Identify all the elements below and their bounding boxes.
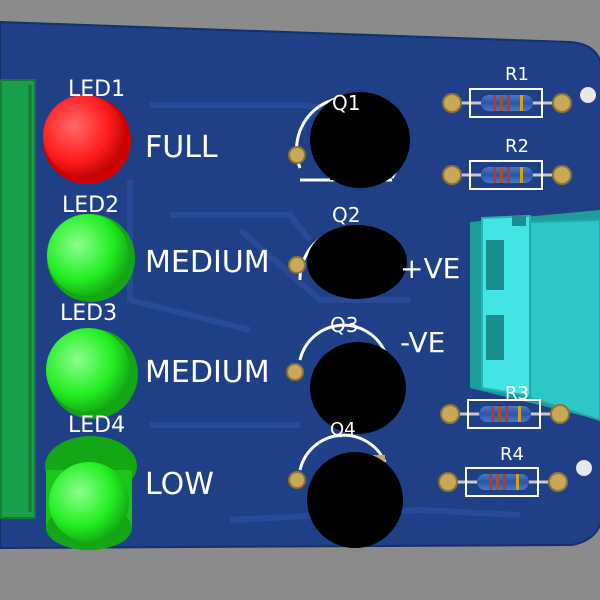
- mounting-hole-bottom: [576, 460, 592, 476]
- q1-ref: Q1: [332, 91, 360, 115]
- transistor-q2: Q2: [288, 203, 407, 299]
- transistor-q4: Q4: [288, 419, 403, 548]
- led-2: LED2 MEDIUM: [47, 193, 270, 302]
- q3-ref: Q3: [330, 313, 358, 337]
- led-2-label: MEDIUM: [145, 245, 270, 280]
- q4-ref: Q4: [330, 419, 356, 440]
- resistor-r3: R3: [440, 383, 570, 429]
- q2-ref: Q2: [332, 203, 360, 227]
- terminal-block: [0, 79, 36, 519]
- resistor-r2: R2: [442, 136, 572, 190]
- led-2-ref: LED2: [62, 193, 119, 218]
- transistor-q1: Q1: [288, 91, 410, 188]
- led-3: LED3 MEDIUM: [46, 301, 270, 419]
- led-1-label: FULL: [145, 130, 218, 165]
- power-connector: [470, 210, 600, 422]
- led-4-ref: LED4: [68, 413, 125, 438]
- resistor-r4: R4: [438, 444, 568, 497]
- power-negative-label: -VE: [400, 326, 445, 359]
- led-3-label: MEDIUM: [145, 355, 270, 390]
- led-1: LED1 FULL: [43, 77, 218, 184]
- led-1-ref: LED1: [68, 77, 125, 102]
- resistor-r1: R1: [442, 64, 572, 118]
- led-3-ref: LED3: [60, 301, 117, 326]
- r4-ref: R4: [500, 444, 524, 465]
- led-4-label: LOW: [145, 467, 214, 502]
- led-4: LED4 LOW: [45, 413, 214, 550]
- transistor-q3: Q3: [286, 313, 406, 434]
- r3-ref: R3: [505, 383, 529, 404]
- r1-ref: R1: [505, 64, 529, 85]
- power-positive-label: +VE: [400, 252, 460, 285]
- mounting-hole-top: [580, 87, 596, 103]
- r2-ref: R2: [505, 136, 529, 157]
